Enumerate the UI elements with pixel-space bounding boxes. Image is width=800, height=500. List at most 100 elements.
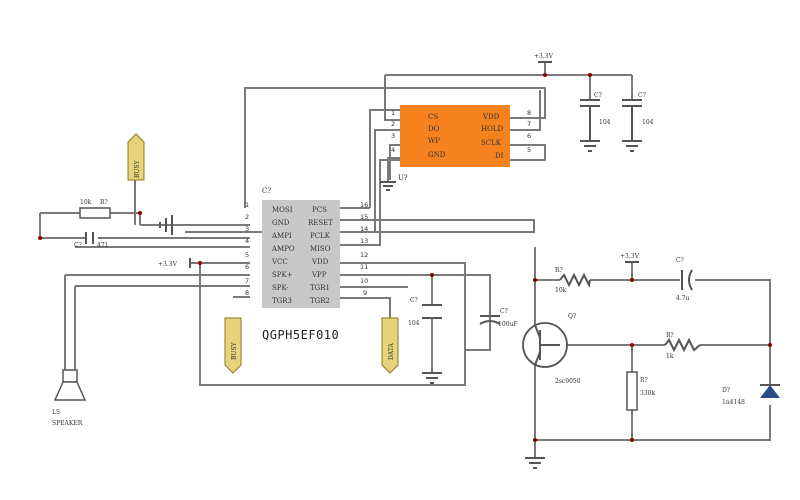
transistor-leads <box>534 324 560 366</box>
flash-pin-num: 2 <box>391 120 395 128</box>
diode-icon <box>760 385 780 398</box>
port-label: BUSY <box>231 341 238 360</box>
cap-plates <box>479 320 501 325</box>
main-ic-ref: C? <box>262 187 271 195</box>
supply-right: +3.3V <box>620 253 640 263</box>
junction-dot <box>38 236 42 240</box>
main-pin-label: MOSI <box>272 206 293 214</box>
resistor-value: 10k <box>80 199 92 206</box>
cap-value: 104 <box>408 320 420 327</box>
cap-mid: C? 104 <box>408 297 442 384</box>
resistor-collector: R? 1k <box>664 332 701 360</box>
resistor-body <box>664 337 701 353</box>
main-pin-label: VPP <box>311 271 327 279</box>
wires <box>39 62 771 458</box>
main-pin-label: TGR1 <box>310 284 330 292</box>
transistor-ref: Q? <box>568 313 576 320</box>
main-pin-num: 10 <box>360 277 368 285</box>
main-pin-num: 1 <box>245 201 249 209</box>
main-pin-num: 6 <box>245 263 249 271</box>
junction-dot <box>543 73 547 77</box>
junction-dots <box>38 73 772 442</box>
diode-value: 1n4148 <box>722 399 745 406</box>
ground-icon <box>422 372 442 384</box>
main-pin-num: 8 <box>245 289 249 297</box>
port-busy: BUSY <box>224 317 242 374</box>
flash-chip-ref: U? <box>398 174 408 182</box>
main-pin-label: GND <box>272 219 290 227</box>
junction-dot <box>138 211 142 215</box>
main-pin-num: 11 <box>360 263 368 271</box>
cap-electrolytic: C? 100uF <box>479 308 517 328</box>
top-supply: +3.3V <box>534 53 554 63</box>
transistor-value: 2sc9050 <box>555 378 581 385</box>
resistor-value: 1k <box>666 353 674 360</box>
flash-pin-label: SCLK <box>481 139 502 147</box>
cap-plates <box>85 232 94 244</box>
speaker: LS SPEAKER <box>52 369 87 427</box>
flash-pin-num: 8 <box>527 109 531 117</box>
main-pin-num: 7 <box>245 277 249 285</box>
main-pin-label: AMPI <box>271 232 292 240</box>
main-pin-label: PCS <box>312 206 327 214</box>
port-tag <box>381 317 399 374</box>
resistor-pulldown: R? 330k <box>626 371 655 411</box>
flash-pin-label: DI <box>495 152 504 160</box>
cap-value: 104 <box>599 119 611 126</box>
flash-pin-num: 5 <box>527 146 531 154</box>
flash-chip: U? 1 2 3 4 CS DO WP GND VDD HOLD SCLK DI… <box>391 105 531 182</box>
resistor-left: 10k R? <box>79 199 111 219</box>
resistor-ref: R? <box>555 267 563 274</box>
cap-top-2: C? 104 <box>622 92 654 152</box>
cap-plates <box>688 269 693 291</box>
junction-dot <box>630 438 634 442</box>
cap-output: C? 4.7u <box>676 257 693 302</box>
main-pin-num: 3 <box>245 225 249 233</box>
cap-plates <box>422 304 442 319</box>
cap-plates <box>622 99 642 140</box>
resistor-value: 330k <box>640 390 655 397</box>
port-busy-top: BUSY <box>127 133 145 181</box>
cap-plates <box>580 99 600 140</box>
main-pin-num: 5 <box>245 251 249 259</box>
main-pin-num: 16 <box>360 201 368 209</box>
supply-left: +3.3V <box>158 258 191 268</box>
supply-label-right: +3.3V <box>620 253 640 260</box>
main-ic-body <box>262 200 340 308</box>
main-ic-name: QGPH5EF010 <box>262 328 339 342</box>
port-label: DATA <box>388 343 395 360</box>
main-pin-label: PCLK <box>310 232 331 240</box>
cap-ref: C? <box>676 257 684 264</box>
flash-pin-label: GND <box>428 151 446 159</box>
port-data: DATA <box>381 317 399 374</box>
speaker-icon <box>62 369 78 383</box>
main-pin-label: TGR3 <box>272 297 292 305</box>
speaker-ref: LS <box>52 409 60 416</box>
junction-dot <box>630 278 634 282</box>
ground-icon <box>380 181 396 191</box>
diode-ref: D? <box>722 387 730 394</box>
main-pin-label: VDD <box>311 258 329 266</box>
flash-pin-label: HOLD <box>481 125 503 133</box>
flash-pin-label: WP <box>428 137 440 145</box>
main-pin-label: VCC <box>271 258 288 266</box>
flash-pin-label: CS <box>428 113 438 121</box>
main-pin-label: SPK+ <box>272 271 293 279</box>
flash-pin-num: 4 <box>391 146 395 154</box>
resistor-body <box>79 207 111 219</box>
ground-icon <box>580 140 600 152</box>
cap-top-1: C? 104 <box>580 92 611 152</box>
junction-dot <box>768 343 772 347</box>
junction-dot <box>198 261 202 265</box>
main-pin-label: AMPO <box>271 245 295 253</box>
cap-value: 100uF <box>498 321 517 328</box>
cap-ref: C? <box>410 297 418 304</box>
cap-left: C? 471 <box>74 232 108 249</box>
resistor-body <box>626 371 638 411</box>
ground-icon <box>622 140 642 152</box>
flash-chip-body <box>400 105 510 167</box>
junction-dot <box>588 73 592 77</box>
flash-pin-num: 7 <box>527 120 531 128</box>
cap-ref: C? <box>594 92 602 99</box>
junction-dot <box>630 343 634 347</box>
